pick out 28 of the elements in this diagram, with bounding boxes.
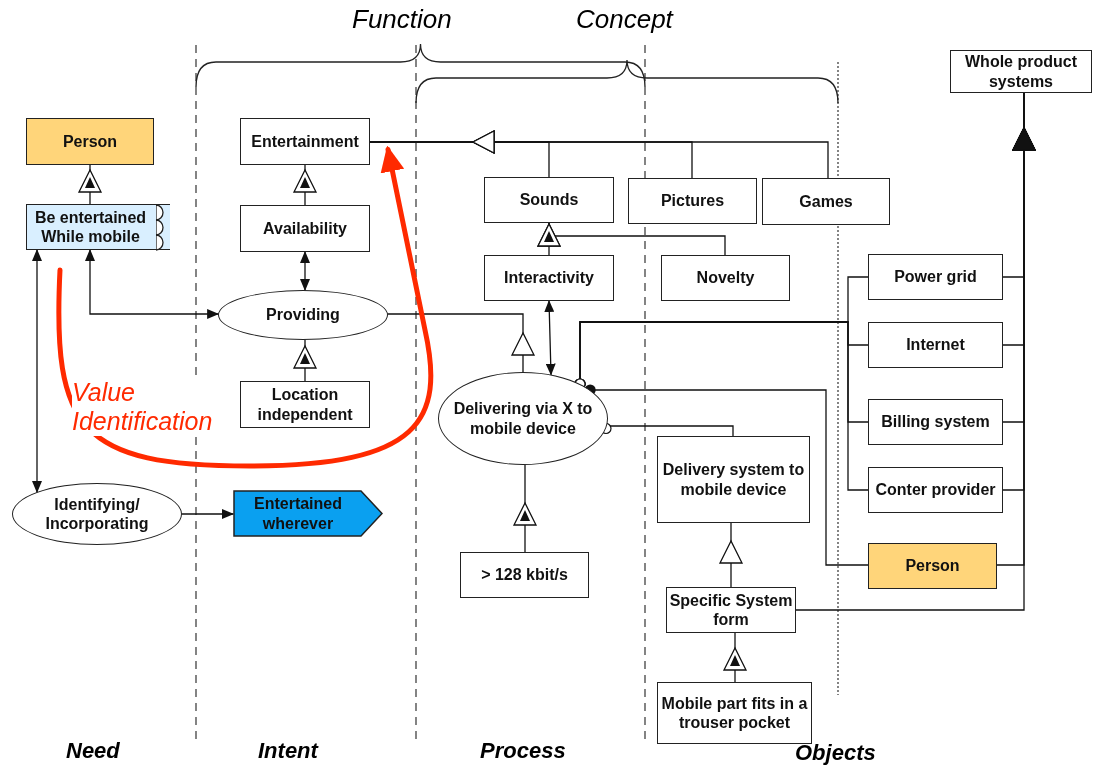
object-box: Conter provider [868,467,1003,513]
object-box: Specific System form [666,587,796,633]
object-box: Power grid [868,254,1003,300]
object-box: Novelty [661,255,790,301]
object-box: Games [762,178,890,225]
column-label: Need [66,738,120,764]
process-ellipse: Delivering via X to mobile device [438,372,608,465]
object-box: Whole product systems [950,50,1092,93]
brace-label: Concept [576,4,673,35]
state-box: Be entertained While mobile [26,204,170,250]
column-label: Process [480,738,566,764]
object-box: Internet [868,322,1003,368]
process-ellipse: Providing [218,290,388,340]
process-ellipse: Identifying/ Incorporating [12,483,182,545]
object-box: Mobile part fits in a trouser pocket [657,682,812,744]
object-box: > 128 kbit/s [460,552,589,598]
object-box: Person [26,118,154,165]
object-box: Delivery system to mobile device [657,436,810,523]
object-box: Billing system [868,399,1003,445]
column-label: Intent [258,738,318,764]
object-box: Pictures [628,178,757,224]
object-box: Person [868,543,997,589]
outcome-arrow-box: Entertained wherever [233,490,383,537]
object-box: Availability [240,205,370,252]
object-box: Entertainment [240,118,370,165]
object-box: Location independent [240,381,370,428]
brace-label: Function [352,4,452,35]
object-box: Interactivity [484,255,614,301]
